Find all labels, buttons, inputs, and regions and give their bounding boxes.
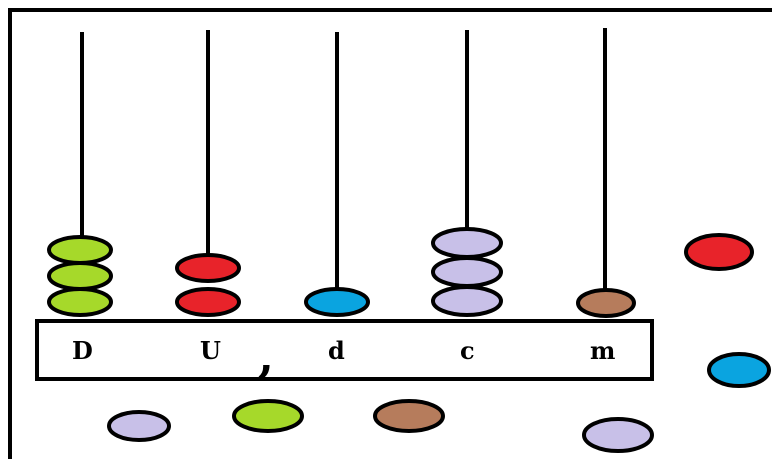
bead-u-1: [175, 287, 241, 317]
bead-d-1: [47, 287, 113, 317]
bead-m-1: [576, 288, 636, 318]
rod-labels: D U d c m: [72, 336, 615, 365]
bead-c-1: [431, 285, 503, 317]
rods: [80, 28, 607, 292]
label-u: U: [200, 336, 221, 365]
bead-d-3: [47, 235, 113, 265]
loose-beads: [107, 233, 771, 453]
frame: [8, 8, 772, 459]
rod-beads: [47, 227, 636, 318]
label-d-lower: d: [328, 336, 345, 365]
loose-bead-lime: [232, 399, 304, 433]
loose-bead-red: [684, 233, 754, 271]
loose-bead-lavender-1: [107, 410, 171, 442]
bead-u-2: [175, 253, 241, 283]
abacus-base: [35, 319, 654, 381]
bead-d-2: [47, 261, 113, 291]
bead-c-3: [431, 227, 503, 259]
label-m: m: [590, 336, 615, 365]
loose-bead-brown: [373, 399, 445, 433]
bead-c-2: [431, 256, 503, 288]
label-c: c: [460, 336, 475, 365]
bead-dec-1: [304, 287, 370, 317]
decimal-comma: ,: [258, 329, 274, 383]
label-d-upper: D: [72, 336, 93, 365]
loose-bead-blue: [707, 352, 771, 388]
loose-bead-lavender-2: [582, 417, 654, 453]
